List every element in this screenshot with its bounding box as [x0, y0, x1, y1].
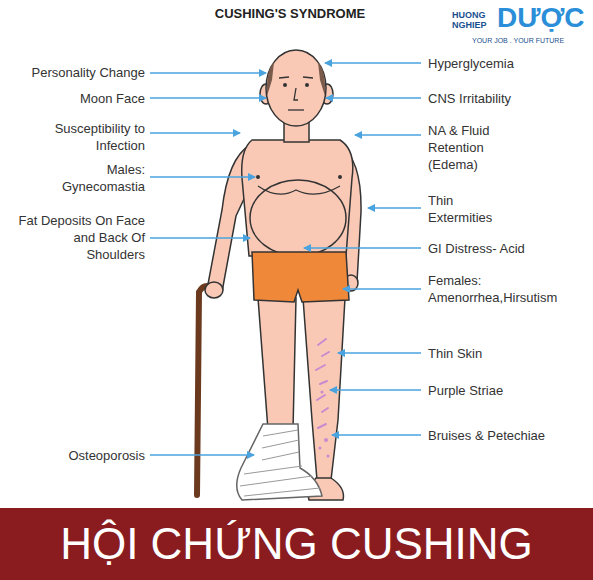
nipple [256, 175, 260, 179]
callout-label: Osteoporosis [15, 447, 145, 464]
callout-label: Thin Extermities [428, 192, 500, 226]
right-leg [303, 298, 345, 480]
torso [242, 140, 353, 256]
leg-cast [237, 424, 322, 500]
logo-text: DƯỢC [497, 3, 585, 34]
callout-label: Fat Deposits On Face and Back Of Shoulde… [17, 212, 145, 263]
bruises [319, 391, 330, 458]
callout-label: Males: Gynecomastia [35, 161, 145, 195]
band-text: HỘI CHỨNG CUSHING [60, 520, 533, 568]
diagram-title: CUSHING'S SYNDROME [170, 5, 410, 22]
shorts [252, 252, 349, 302]
logo-text: HUONG [452, 11, 486, 21]
callout-label: Hyperglycemia [428, 55, 578, 72]
purple-striae [316, 339, 329, 428]
callout-label: GI Distress- Acid [428, 240, 578, 257]
logo-tagline: YOUR JOB . YOUR FUTURE [472, 37, 564, 45]
belly [250, 180, 346, 256]
callout-label: Susceptibility to Infection [35, 120, 145, 154]
hand [205, 282, 223, 298]
callout-label: Bruises & Petechiae [428, 427, 578, 444]
title-band: HỘI CHỨNG CUSHING [0, 508, 593, 580]
logo-text: NGHIEP [452, 21, 487, 31]
hair [267, 62, 274, 96]
face [279, 77, 313, 110]
eye [305, 83, 309, 87]
eye [283, 83, 287, 87]
nipple [338, 175, 342, 179]
cast-bandage [240, 430, 320, 496]
callout-label: Purple Striae [428, 382, 578, 399]
callout-label: NA & Fluid Retention (Edema) [428, 122, 518, 173]
callout-label: Moon Face [5, 90, 145, 107]
chest-fold [258, 186, 340, 194]
callout-label: Females: Amenorrhea,Hirsutism [428, 272, 578, 306]
left-leg [258, 298, 296, 430]
callout-label: Thin Skin [428, 345, 578, 362]
callout-label: CNS Irritability [428, 90, 578, 107]
cane [197, 286, 216, 495]
leader-arrows [150, 63, 421, 455]
callout-label: Personality Change [5, 64, 145, 81]
hair [318, 62, 325, 96]
head [266, 50, 326, 126]
